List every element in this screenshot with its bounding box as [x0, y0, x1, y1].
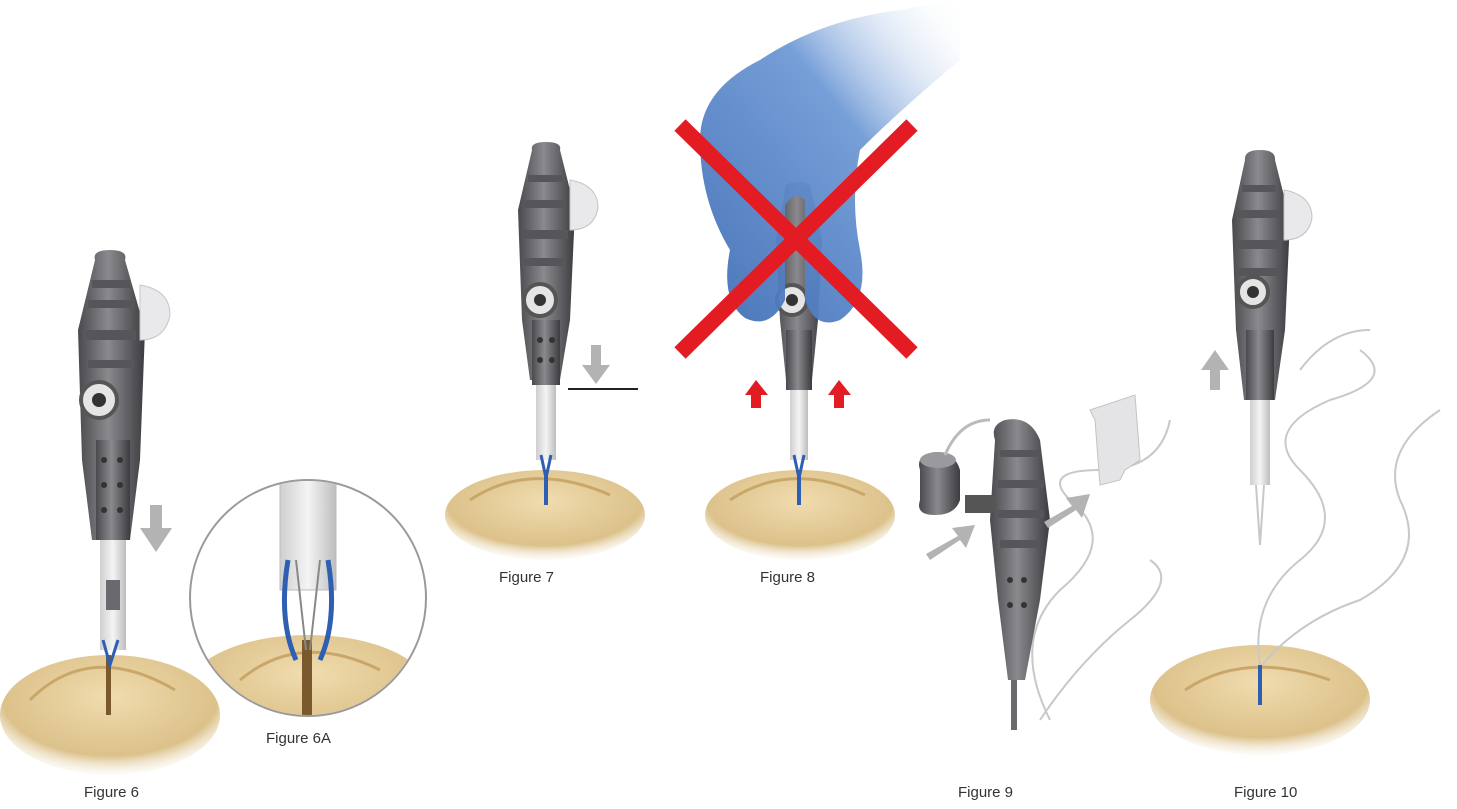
inserter-handle-removed [965, 419, 1050, 730]
arrow-diagonal-icon [926, 525, 975, 560]
figure-8 [680, 0, 960, 560]
arrow-down-icon [140, 505, 172, 552]
figure-6a-caption: Figure 6A [266, 730, 331, 747]
suture-clip [140, 285, 170, 340]
figure-8-caption: Figure 8 [760, 569, 815, 586]
figure-6a-inset [188, 480, 428, 745]
suture-strands [1258, 330, 1440, 665]
figure-7 [445, 142, 645, 560]
figure-6-caption: Figure 6 [84, 784, 139, 801]
arrow-up-icon [745, 380, 768, 408]
arrow-up-icon [1201, 350, 1229, 390]
arrow-up-icon [828, 380, 851, 408]
inserter-instrument [1232, 150, 1312, 545]
inserter-instrument [78, 250, 170, 665]
figure-9 [919, 395, 1170, 730]
figure-7-caption: Figure 7 [499, 569, 554, 586]
suture-clip-detached [1090, 395, 1140, 485]
figure-10 [1150, 150, 1440, 755]
figure-10-caption: Figure 10 [1234, 784, 1297, 801]
suture-clip [570, 180, 598, 230]
arrow-down-icon [582, 345, 610, 384]
suture-clip [1284, 190, 1312, 240]
figure-9-caption: Figure 9 [958, 784, 1013, 801]
inserter-instrument [518, 142, 598, 478]
figure-6 [0, 250, 220, 775]
arrow-diagonal-icon [1044, 494, 1090, 528]
